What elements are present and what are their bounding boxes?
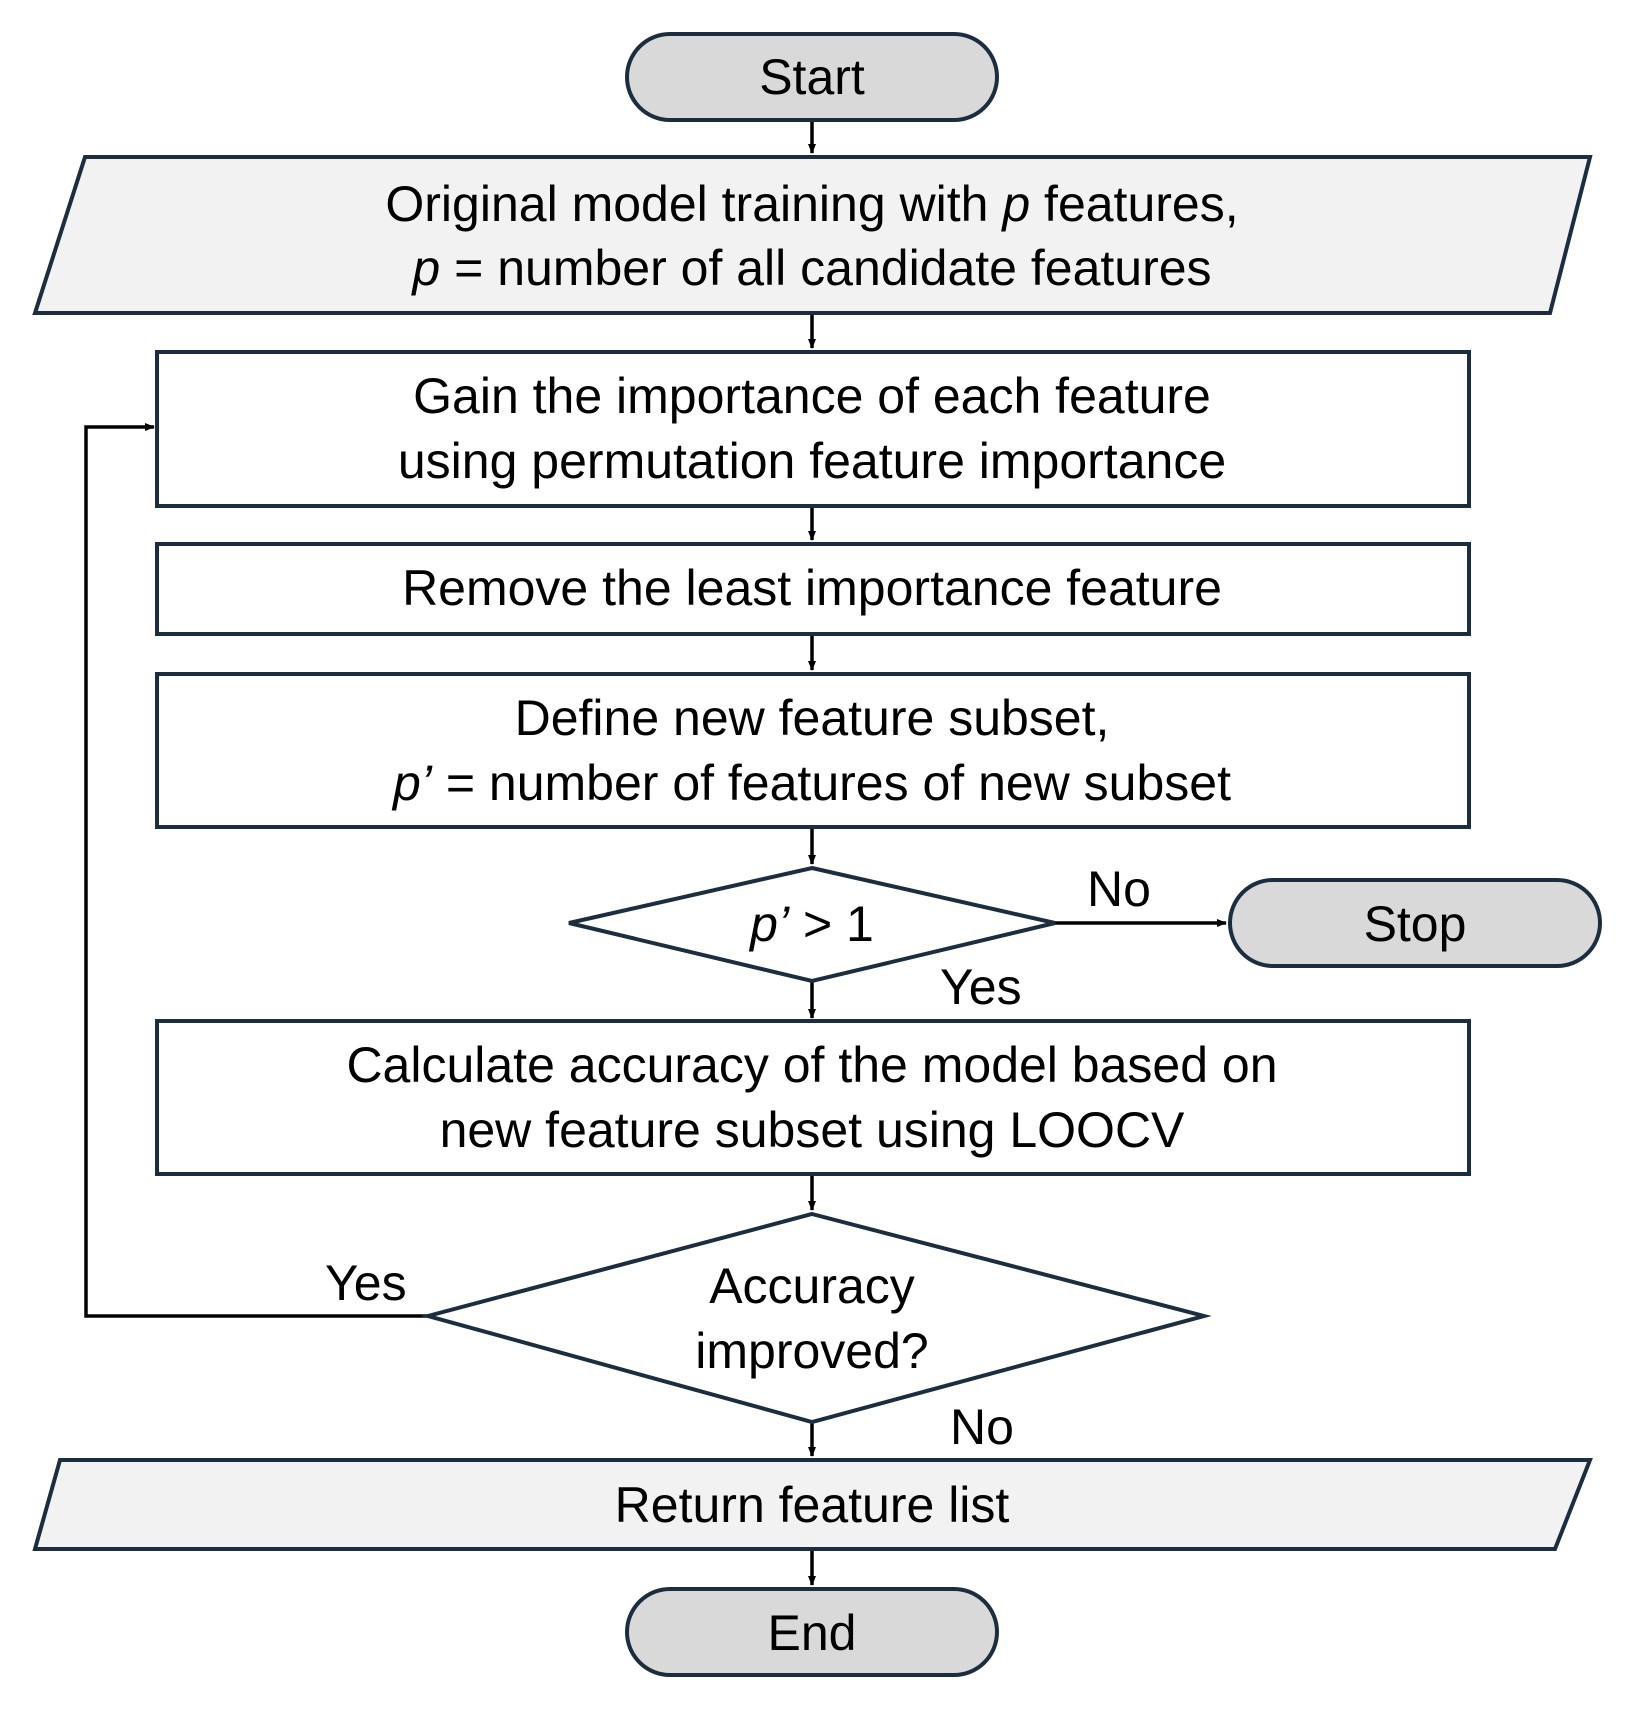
end-label: End (768, 1605, 857, 1661)
stop-label: Stop (1364, 896, 1467, 952)
calc-line-2: new feature subset using LOOCV (440, 1102, 1185, 1158)
arrow-loop-back-to-gain (84, 423, 428, 1318)
gain-process-box: Gain the importance of each feature usin… (155, 350, 1471, 508)
gain-line-2: using permutation feature importance (398, 433, 1226, 489)
edge-label-acc-yes: Yes (325, 1255, 407, 1311)
start-label: Start (759, 49, 865, 105)
edge-label-p-yes: Yes (940, 959, 1022, 1015)
start-terminal: Start (625, 32, 999, 122)
remove-label: Remove the least importance feature (402, 560, 1222, 616)
edge-label-p-no: No (1087, 861, 1151, 917)
return-io-box: Return feature list (32, 1458, 1593, 1551)
check-p-label: p’ > 1 (748, 896, 874, 952)
train-line-2: p = number of all candidate features (410, 240, 1211, 296)
calc-process-box: Calculate accuracy of the model based on… (155, 1019, 1471, 1176)
train-io-box: Original model training with p features,… (32, 155, 1593, 315)
define-process-box: Define new feature subset, p’ = number o… (155, 672, 1471, 829)
connectors (84, 120, 1227, 1586)
check-acc-decision: Accuracy improved? (420, 1211, 1212, 1425)
edge-label-acc-no: No (950, 1399, 1014, 1455)
calc-line-1: Calculate accuracy of the model based on (346, 1037, 1277, 1093)
define-line-1: Define new feature subset, (515, 690, 1110, 746)
define-line-2: p’ = number of features of new subset (391, 755, 1231, 811)
remove-process-box: Remove the least importance feature (155, 542, 1471, 636)
return-label: Return feature list (615, 1477, 1010, 1533)
stop-terminal: Stop (1228, 878, 1602, 968)
end-terminal: End (625, 1587, 999, 1677)
check-p-decision: p’ > 1 (568, 865, 1056, 984)
gain-line-1: Gain the importance of each feature (413, 368, 1211, 424)
train-line-1: Original model training with p features, (385, 176, 1238, 232)
check-acc-line-1: Accuracy (709, 1258, 915, 1314)
check-acc-line-2: improved? (695, 1323, 928, 1379)
